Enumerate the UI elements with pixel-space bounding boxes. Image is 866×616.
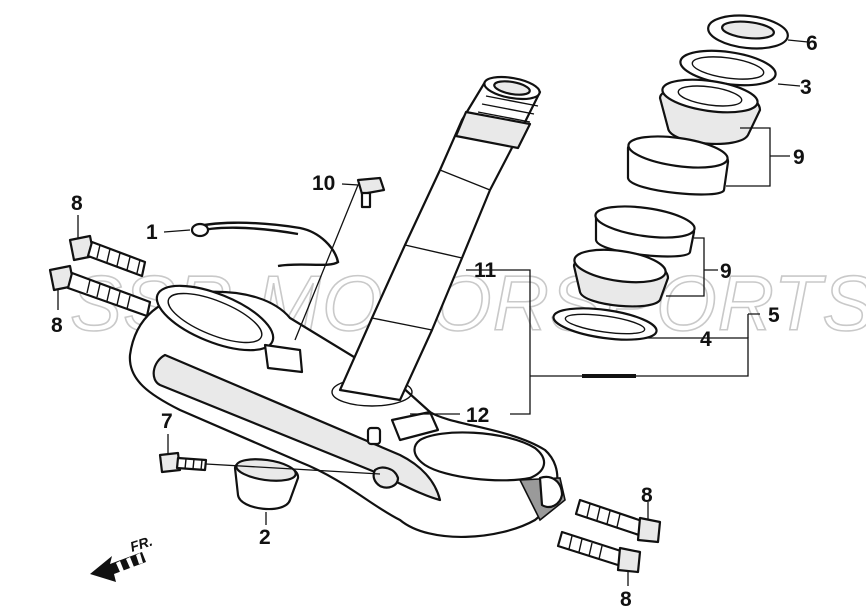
lower-race	[594, 205, 696, 258]
lower-bearing	[572, 248, 670, 308]
callout-8-upper-right: 8	[641, 484, 653, 507]
pinch-bolt-upper-right	[574, 498, 662, 544]
callout-1: 1	[146, 221, 158, 244]
front-direction-label: FR.	[128, 533, 154, 555]
callout-9-lower: 9	[720, 260, 732, 283]
front-direction-arrow: FR.	[90, 533, 154, 582]
lower-bracket	[128, 284, 566, 539]
steering-stem	[338, 75, 542, 402]
dust-seal	[552, 307, 658, 341]
callout-9-upper: 9	[793, 146, 805, 169]
callout-8-upper-left: 8	[71, 192, 83, 215]
callout-8-lower-right: 8	[620, 588, 632, 611]
callout-12: 12	[466, 404, 489, 427]
hose-guide-bolt	[356, 176, 386, 209]
pinch-bolt-lower-left	[48, 264, 152, 318]
pinch-bolt-lower-right	[556, 530, 642, 574]
hose-guide	[190, 221, 340, 268]
callout-11: 11	[474, 259, 497, 282]
callout-5: 5	[768, 304, 780, 327]
lock-nut	[707, 14, 789, 50]
pinch-bolt-upper-left	[68, 234, 147, 278]
collar	[233, 458, 300, 511]
leader-lines	[57, 39, 809, 586]
upper-bearing	[658, 78, 762, 145]
upper-race	[626, 135, 730, 196]
lock-washer	[679, 49, 777, 87]
callout-10: 10	[312, 172, 335, 195]
small-bolt	[158, 451, 208, 474]
callout-6: 6	[806, 32, 818, 55]
callout-4: 4	[700, 328, 712, 351]
callout-7: 7	[161, 410, 173, 433]
callout-2: 2	[259, 526, 271, 549]
callout-8-lower-left: 8	[51, 314, 63, 337]
callout-3: 3	[800, 76, 812, 99]
